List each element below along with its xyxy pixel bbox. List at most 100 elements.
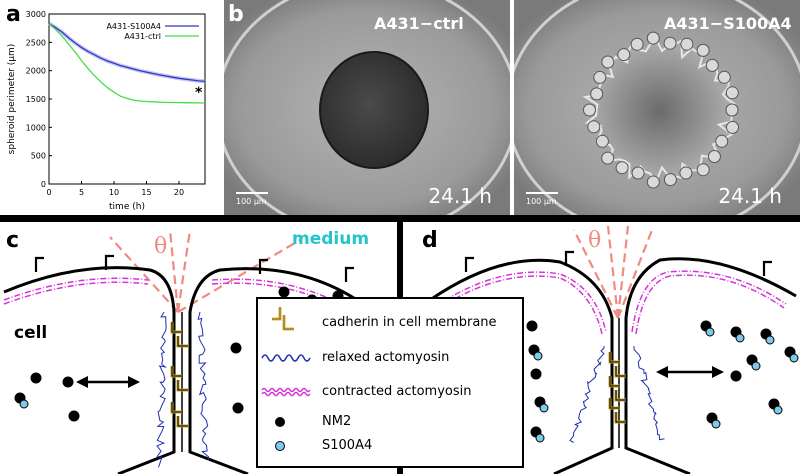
scale-bar — [236, 192, 268, 194]
schematic-legend: cadherin in cell membrane relaxed actomy… — [256, 297, 524, 468]
nm2-dot — [63, 377, 74, 388]
medium-label: medium — [292, 229, 369, 249]
y-tick-label: 2500 — [26, 38, 46, 47]
y-tick-label: 0 — [41, 180, 46, 189]
scale-bar — [526, 192, 558, 194]
y-axis-label: spheroid perimeter (μm) — [7, 44, 17, 155]
significance-asterisk: * — [195, 85, 203, 101]
nm2-dot — [527, 321, 538, 332]
x-tick-label: 15 — [141, 188, 151, 197]
nm2-dot — [233, 403, 244, 414]
membrane-marker — [36, 258, 44, 272]
invading-cell — [584, 104, 596, 116]
legend-nm2: NM2 — [322, 414, 351, 429]
invading-cell — [647, 176, 659, 188]
invading-cell — [718, 71, 730, 83]
invading-cell — [618, 49, 630, 61]
invading-cell — [594, 71, 606, 83]
y-tick-label: 1000 — [26, 123, 46, 132]
nm2-dot — [31, 373, 42, 384]
s100a4-dot — [534, 352, 542, 360]
scale-label: 100 µm — [526, 197, 557, 206]
arrow-head — [712, 366, 724, 378]
s100a4-dot — [536, 434, 544, 442]
scale-label: 100 µm — [236, 197, 267, 206]
legend-label: A431-ctrl — [124, 32, 161, 41]
s100a4-dot — [736, 334, 744, 342]
perimeter-chart: 05001000150020002500300005101520time (h)… — [0, 0, 222, 214]
cadherin-pair — [178, 380, 188, 390]
theta-label-c: θ — [154, 234, 167, 259]
s100a4-dot — [752, 362, 760, 370]
x-tick-label: 0 — [46, 188, 51, 197]
cell-membrane-right — [626, 259, 796, 474]
micrograph-ctrl: A431−ctrl 100 µm 24.1 h — [224, 0, 510, 216]
contact-angle-line — [178, 230, 190, 312]
nm2-icon — [275, 417, 285, 427]
cell-label: cell — [14, 323, 47, 343]
cadherin-pair — [178, 416, 188, 426]
y-tick-label: 500 — [31, 152, 46, 161]
invading-cell — [588, 121, 600, 133]
relaxed-actomyosin — [634, 346, 665, 440]
legend-relaxed: relaxed actomyosin — [322, 350, 449, 365]
divider-horizontal — [0, 215, 800, 222]
s100a4-dot — [20, 400, 28, 408]
cadherin-pair — [178, 336, 188, 346]
legend-label: A431-S100A4 — [106, 22, 161, 31]
invading-cell — [727, 121, 739, 133]
s100a4-dot — [712, 420, 720, 428]
cadherin-pair — [172, 322, 182, 332]
invading-cell — [631, 38, 643, 50]
invading-cell — [602, 152, 614, 164]
cadherin-pair — [172, 402, 182, 412]
nm2-dot — [69, 411, 80, 422]
relaxed-actomyosin — [157, 312, 166, 467]
y-tick-label: 1500 — [26, 95, 46, 104]
invading-cell — [596, 135, 608, 147]
nm2-dot — [731, 371, 742, 382]
s100a4-dot — [790, 354, 798, 362]
arrow-head — [76, 376, 88, 388]
invading-cell — [616, 162, 628, 174]
invading-cell — [708, 151, 720, 163]
s100a4-dot — [706, 328, 714, 336]
invading-cell — [716, 135, 728, 147]
micrograph-title: A431−ctrl — [374, 14, 464, 33]
relaxed-actomyosin — [198, 312, 209, 461]
arrow-head — [656, 366, 668, 378]
invading-cell — [706, 59, 718, 71]
x-tick-label: 5 — [79, 188, 84, 197]
s100a4-dot — [766, 336, 774, 344]
invading-cell — [726, 87, 738, 99]
x-tick-label: 10 — [109, 188, 119, 197]
membrane-marker — [466, 258, 474, 272]
s100a4-icon — [276, 442, 285, 451]
invading-cell — [697, 164, 709, 176]
invading-cell — [647, 32, 659, 44]
contracted-actomyosin-icon — [262, 389, 310, 392]
invading-cell — [602, 56, 614, 68]
s100a4-dot — [774, 406, 782, 414]
arrow-head — [128, 376, 140, 388]
legend-contracted: contracted actomyosin — [322, 384, 471, 399]
nm2-dot — [231, 343, 242, 354]
panel-letter-b: b — [228, 2, 244, 27]
relaxed-actomyosin-icon — [262, 355, 310, 361]
nm2-dot — [531, 369, 542, 380]
s100a4-dot — [540, 404, 548, 412]
membrane-marker — [346, 268, 354, 282]
relaxed-actomyosin — [570, 346, 604, 443]
cadherin-pair — [172, 366, 182, 376]
micrograph-title: A431−S100A4 — [664, 14, 792, 33]
micrograph-s100a4: A431−S100A4 100 µm 24.1 h — [514, 0, 800, 216]
invading-cell — [664, 174, 676, 186]
legend-cadherin: cadherin in cell membrane — [322, 315, 497, 330]
invading-cell — [680, 167, 692, 179]
invading-cell — [664, 37, 676, 49]
y-tick-label: 3000 — [26, 10, 46, 19]
cell-membrane-left — [4, 268, 174, 474]
contact-angle-line — [608, 226, 618, 318]
nm2-dot — [279, 287, 290, 298]
y-tick-label: 2000 — [26, 67, 46, 76]
